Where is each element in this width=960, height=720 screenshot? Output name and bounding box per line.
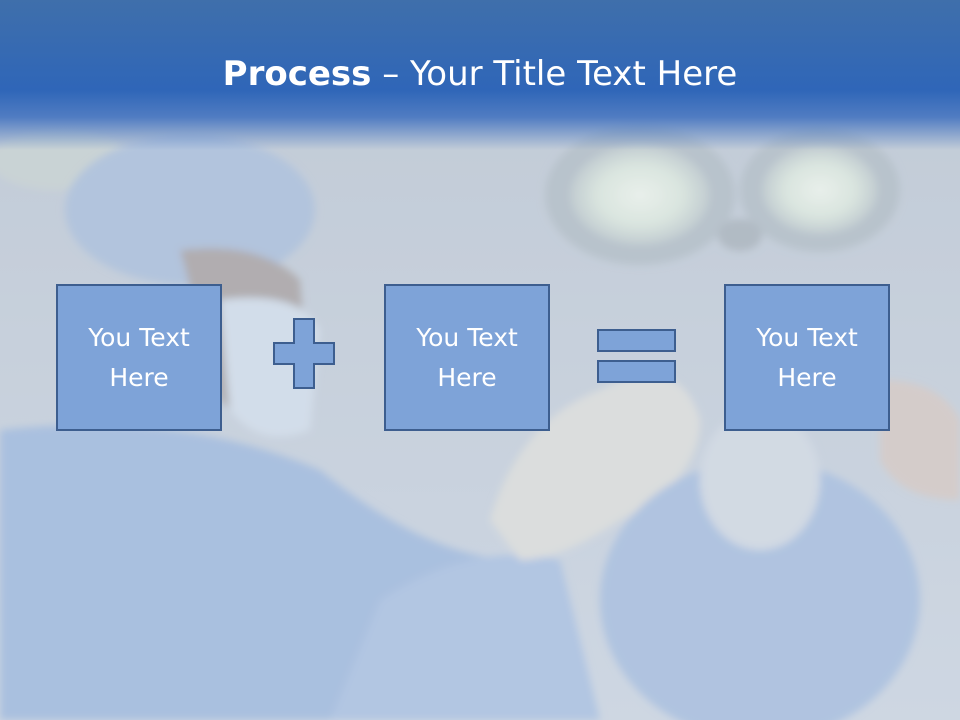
process-box-2[interactable]: You Text Here [384, 284, 550, 431]
title-rest: Your Title Text Here [410, 54, 738, 94]
equals-icon [597, 329, 676, 383]
process-box-1[interactable]: You Text Here [56, 284, 222, 431]
process-box-3[interactable]: You Text Here [724, 284, 890, 431]
title-bold: Process [222, 54, 372, 94]
process-box-3-text: You Text Here [756, 322, 858, 392]
process-box-2-text: You Text Here [416, 322, 518, 392]
slide-title: Process – Your Title Text Here [0, 52, 960, 96]
title-separator: – [371, 54, 411, 94]
process-box-1-text: You Text Here [88, 322, 190, 392]
plus-icon [273, 318, 335, 389]
header-band [0, 0, 960, 150]
